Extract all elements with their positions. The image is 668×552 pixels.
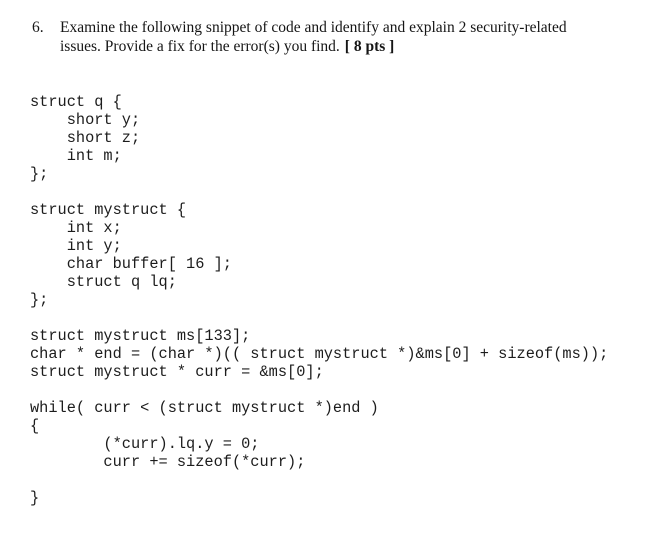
points-badge: [ 8 pts ] — [344, 38, 395, 55]
question-number: 6. — [32, 19, 44, 36]
question-text-line1: Examine the following snippet of code an… — [60, 19, 567, 36]
question-text-line2: issues. Provide a fix for the error(s) y… — [60, 38, 340, 55]
question-header: 6. Examine the following snippet of code… — [32, 18, 642, 56]
question-text: Examine the following snippet of code an… — [60, 18, 642, 56]
code-snippet: struct q { short y; short z; int m; }; s… — [30, 93, 609, 507]
